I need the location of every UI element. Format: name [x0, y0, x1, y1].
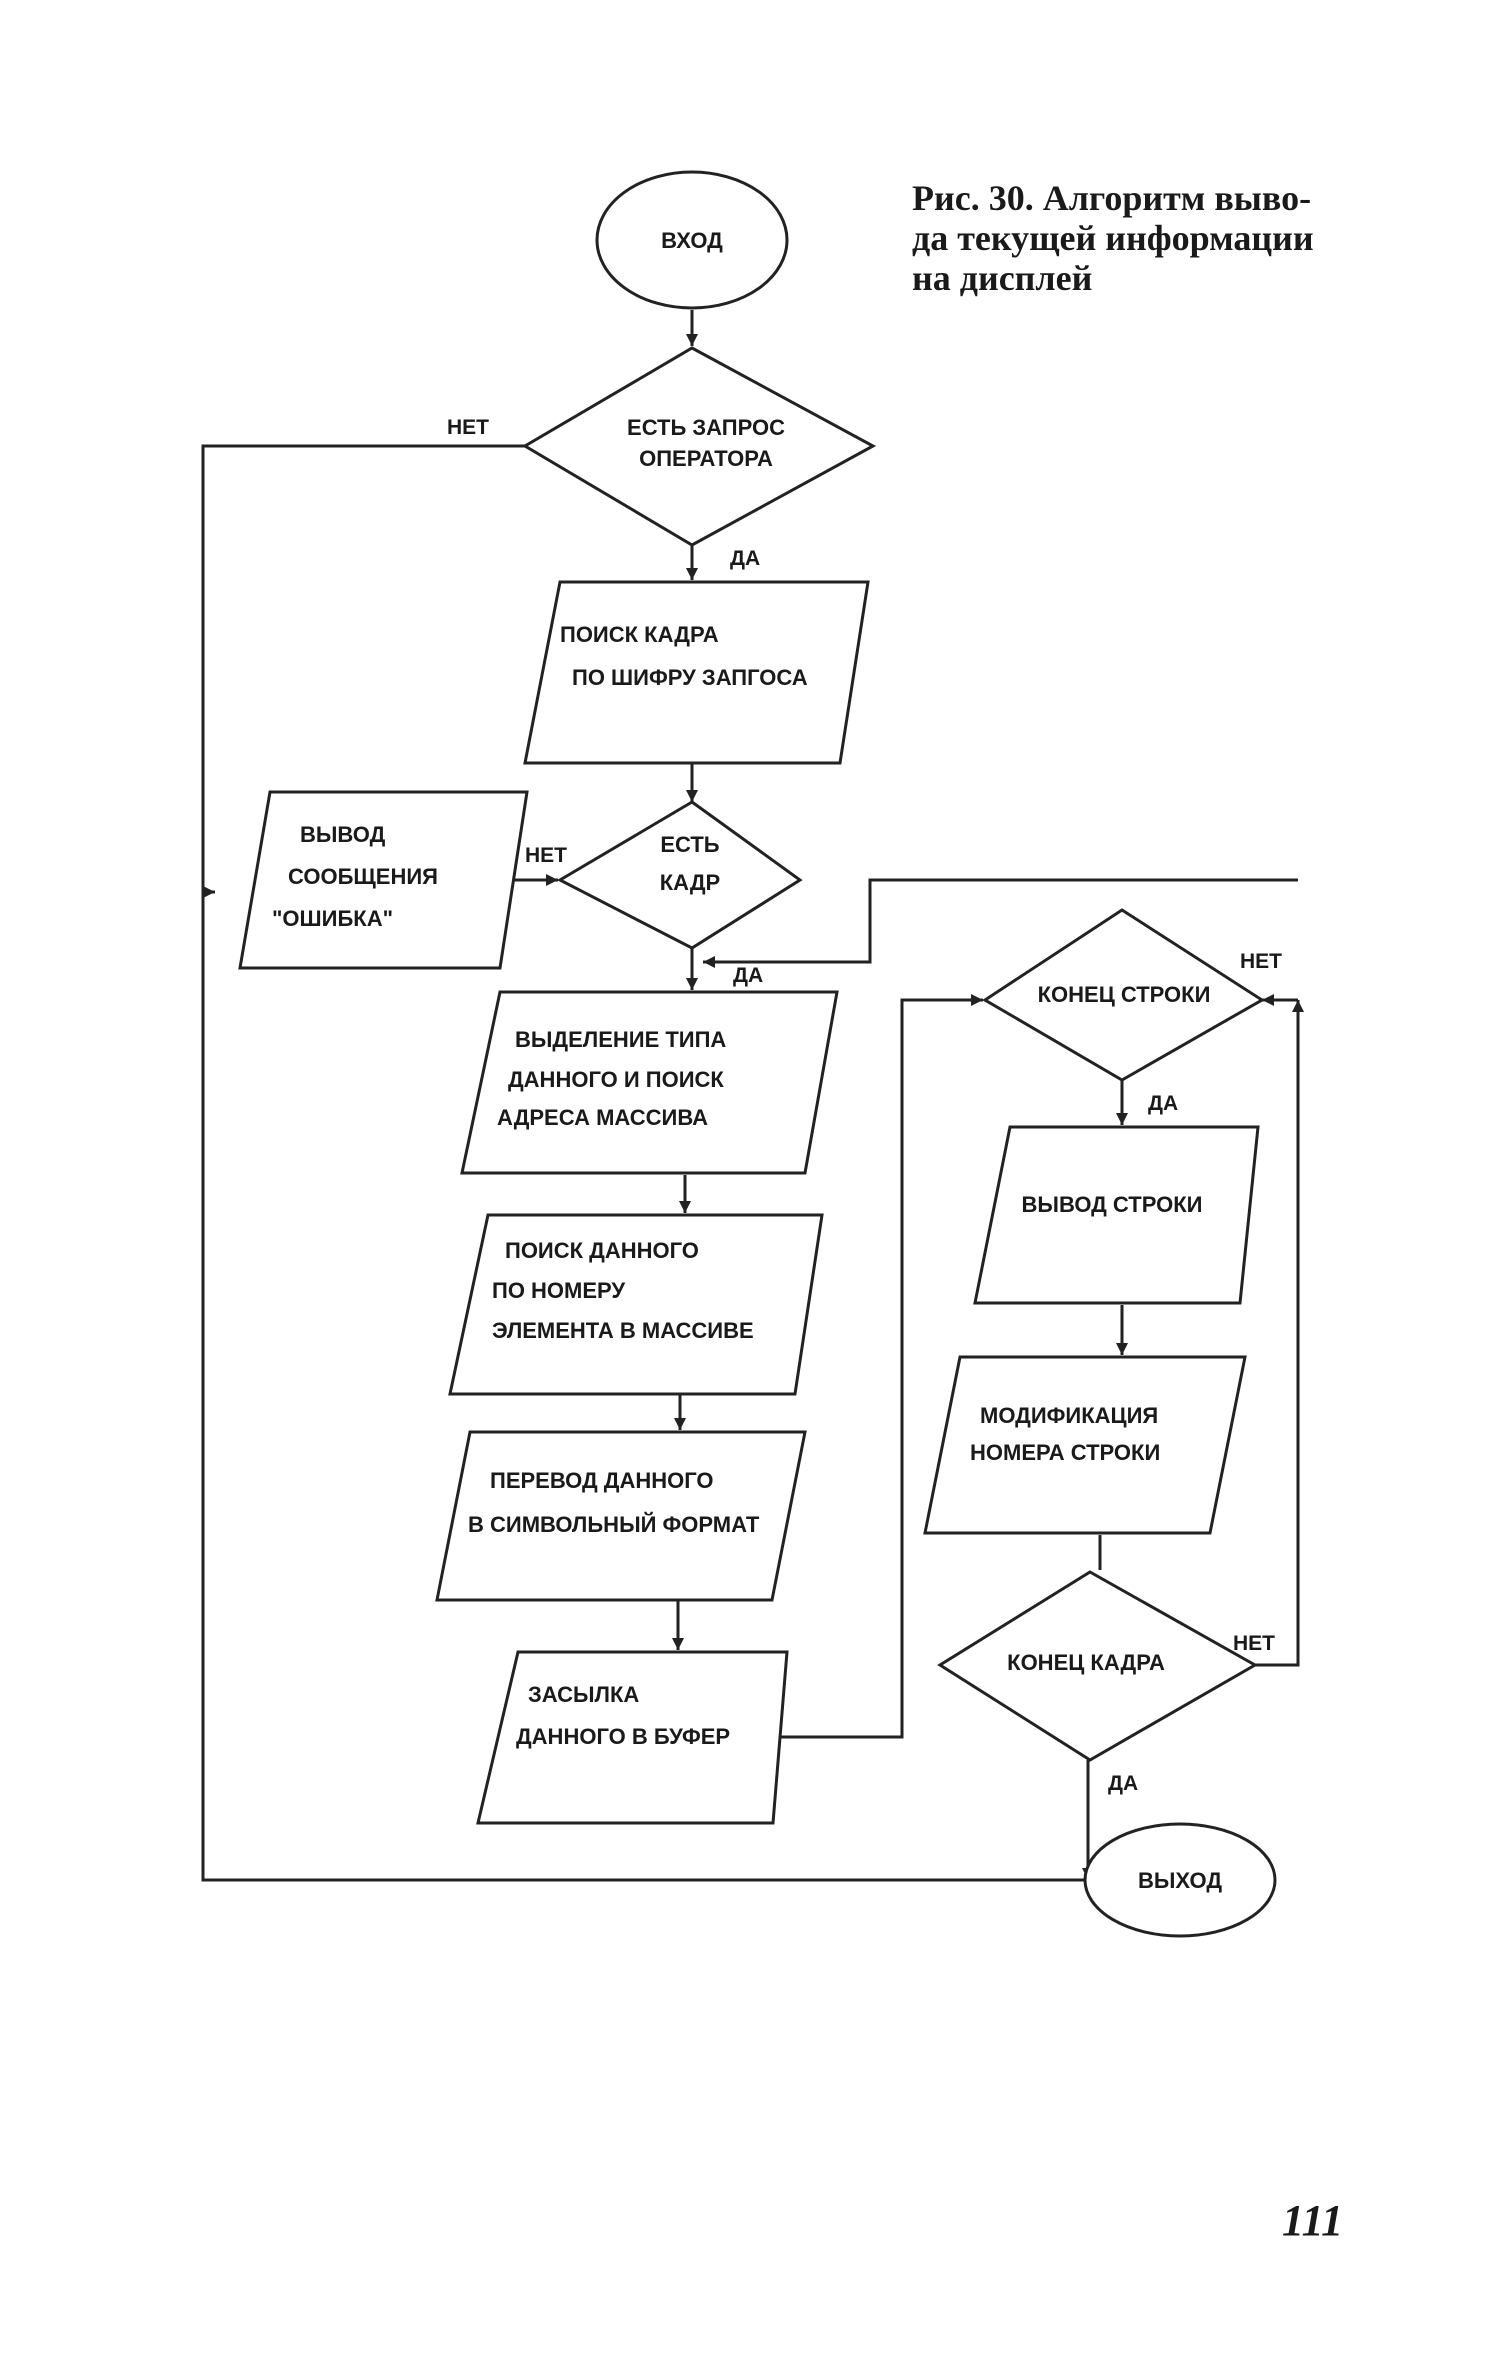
error-output-line-2: СООБЩЕНИЯ — [288, 864, 438, 889]
decision-frame-line-1: ЕСТЬ — [660, 832, 719, 857]
modify-line-line-1: МОДИФИКАЦИЯ — [980, 1403, 1158, 1428]
output-line-label: ВЫВОД СТРОКИ — [1022, 1192, 1203, 1217]
node-exit-label: ВЫХОД — [1138, 1868, 1222, 1893]
branch-label-line-end-no: НЕТ — [1240, 950, 1282, 973]
node-decision-frame-end: КОНЕЦ КАДРА — [937, 1570, 1259, 1762]
error-output-line-3: "ОШИБКА" — [272, 906, 393, 931]
node-select-type: ВЫДЕЛЕНИЕ ТИПА ДАННОГО И ПОИСК АДРЕСА МА… — [460, 990, 839, 1175]
caption-line-2: да текущей информации — [912, 218, 1314, 258]
node-error-output: ВЫВОД СООБЩЕНИЯ "ОШИБКА" — [238, 790, 529, 970]
connectors — [201, 310, 1304, 1886]
decision-request-shape — [522, 346, 877, 547]
decision-line-end-shape — [982, 908, 1265, 1082]
search-data-shape — [448, 1213, 824, 1396]
modify-line-line-2: НОМЕРА СТРОКИ — [970, 1440, 1160, 1465]
node-decision-frame: ЕСТЬ КАДР — [556, 800, 803, 950]
select-type-shape — [460, 990, 839, 1175]
search-frame-line-1: ПОИСК КАДРА — [560, 622, 719, 647]
decision-line-end-label: КОНЕЦ СТРОКИ — [1038, 982, 1211, 1007]
branch-label-frame-end-no: НЕТ — [1233, 1632, 1275, 1655]
terminator-exit-shape — [1083, 1822, 1277, 1938]
node-decision-line-end: КОНЕЦ СТРОКИ — [982, 908, 1265, 1082]
edge-send-to-line-end — [775, 994, 983, 1739]
node-entry: ВХОД — [595, 170, 789, 310]
modify-line-shape — [923, 1355, 1247, 1535]
node-convert-data: ПЕРЕВОД ДАННОГО В СИМВОЛЬНЫЙ ФОРМАТ — [435, 1430, 807, 1602]
node-search-data: ПОИСК ДАННОГО ПО НОМЕРУ ЭЛЕМЕНТА В МАССИ… — [448, 1213, 824, 1396]
decision-frame-line-2: КАДР — [660, 870, 720, 895]
search-data-line-1: ПОИСК ДАННОГО — [505, 1238, 699, 1263]
decision-frame-end-shape — [937, 1570, 1259, 1762]
node-decision-request: ЕСТЬ ЗАПРОС ОПЕРАТОРА — [522, 346, 877, 547]
output-line-shape — [973, 1125, 1260, 1305]
figure-caption: Рис. 30. Алгоритм выво- да текущей инфор… — [912, 178, 1342, 298]
caption-line-3: на дисплей — [912, 258, 1093, 298]
branch-label-line-end-yes: ДА — [1148, 1092, 1178, 1115]
search-frame-shape — [523, 580, 870, 765]
branch-labels: НЕТ ДА НЕТ ДА НЕТ ДА НЕТ ДА — [447, 416, 1282, 1795]
edge-request-no-to-exit — [201, 444, 1105, 1886]
send-buffer-shape — [476, 1650, 789, 1825]
search-frame-line-2: ПО ШИФРУ ЗАПГОСА — [572, 665, 808, 690]
edge-loop-back-to-frame — [703, 878, 1298, 968]
select-type-line-3: АДРЕСА МАССИВА — [497, 1105, 708, 1130]
branch-label-request-no: НЕТ — [447, 416, 489, 439]
send-buffer-line-2: ДАННОГО В БУФЕР — [516, 1724, 730, 1749]
convert-data-line-1: ПЕРЕВОД ДАННОГО — [490, 1468, 714, 1493]
error-output-line-1: ВЫВОД — [300, 822, 386, 847]
branch-label-frame-no: НЕТ — [525, 844, 567, 867]
node-output-line: ВЫВОД СТРОКИ — [973, 1125, 1260, 1305]
node-search-frame: ПОИСК КАДРА ПО ШИФРУ ЗАПГОСА — [523, 580, 870, 765]
select-type-line-1: ВЫДЕЛЕНИЕ ТИПА — [515, 1027, 726, 1052]
send-buffer-line-1: ЗАСЫЛКА — [528, 1682, 639, 1707]
page-number: 111 — [1282, 2196, 1344, 2245]
node-send-buffer: ЗАСЫЛКА ДАННОГО В БУФЕР — [476, 1650, 789, 1825]
search-data-line-2: ПО НОМЕРУ — [492, 1278, 625, 1303]
search-data-line-3: ЭЛЕМЕНТА В МАССИВЕ — [492, 1318, 754, 1343]
branch-label-frame-end-yes: ДА — [1108, 1772, 1138, 1795]
edge-frame-end-no-up — [1255, 1000, 1304, 1667]
decision-request-line-2: ОПЕРАТОРА — [639, 446, 773, 471]
convert-data-line-2: В СИМВОЛЬНЫЙ ФОРМАТ — [468, 1512, 760, 1537]
caption-line-1: Рис. 30. Алгоритм выво- — [912, 178, 1312, 218]
convert-data-shape — [435, 1430, 807, 1602]
node-exit: ВЫХОД — [1083, 1822, 1277, 1938]
decision-frame-shape — [556, 800, 803, 950]
node-modify-line: МОДИФИКАЦИЯ НОМЕРА СТРОКИ — [923, 1355, 1247, 1535]
terminator-entry-shape — [595, 170, 789, 310]
branch-label-frame-yes: ДА — [733, 964, 763, 987]
select-type-line-2: ДАННОГО И ПОИСК — [508, 1067, 724, 1092]
node-entry-label: ВХОД — [661, 228, 723, 253]
error-output-shape — [238, 790, 529, 970]
decision-frame-end-label: КОНЕЦ КАДРА — [1007, 1650, 1165, 1675]
branch-label-request-yes: ДА — [730, 547, 760, 570]
decision-request-line-1: ЕСТЬ ЗАПРОС — [627, 415, 785, 440]
